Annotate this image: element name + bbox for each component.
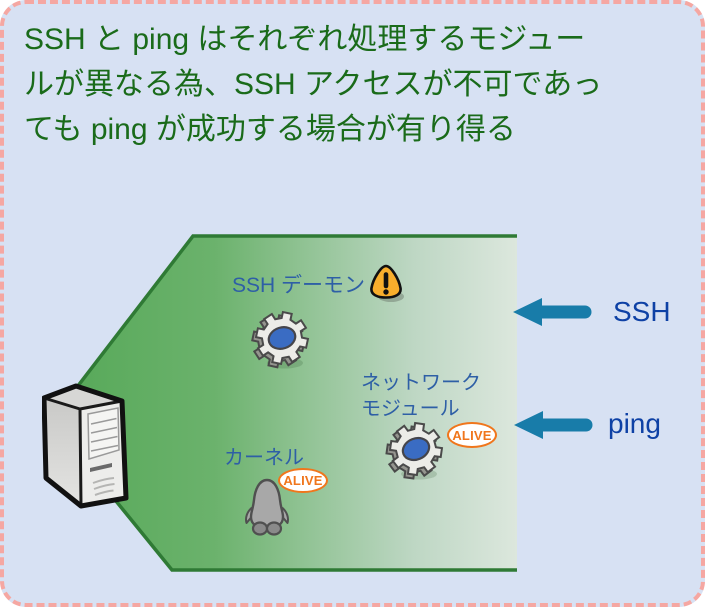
ssh-left-arrow-icon (513, 298, 592, 326)
caption-line-3: ても ping が成功する場合が有り得る (24, 113, 516, 146)
caption-line-1: SSH と ping はそれぞれ処理するモジュー (24, 23, 586, 56)
ssh-daemon-gear-icon (250, 306, 314, 370)
network-module-alive-badge: ALIVE (447, 422, 497, 448)
network-module-label-line2: モジュール (361, 398, 460, 420)
kernel-label: カーネル (224, 447, 304, 469)
ping-arrow-label: ping (608, 408, 661, 439)
ping-left-arrow-icon (514, 411, 593, 439)
caption-line-2: ルが異なる為、SSH アクセスが不可であっ (24, 68, 603, 101)
server-slot (90, 463, 112, 472)
ssh-arrow-label: SSH (613, 296, 671, 327)
ssh-daemon-label: SSH デーモン (232, 274, 366, 297)
network-module-label-line1: ネットワーク (361, 372, 481, 394)
network-module-label: ネットワーク モジュール (361, 370, 481, 422)
kernel-alive-badge: ALIVE (278, 468, 328, 493)
internals-zone-shape (51, 236, 517, 570)
server-icon (42, 383, 129, 509)
caption-text: SSH と ping はそれぞれ処理するモジュー ルが異なる為、SSH アクセス… (24, 17, 689, 152)
warning-icon (370, 264, 404, 302)
network-module-gear-icon (384, 419, 446, 481)
kernel-penguin-icon (245, 478, 289, 536)
server-vents (92, 477, 115, 496)
